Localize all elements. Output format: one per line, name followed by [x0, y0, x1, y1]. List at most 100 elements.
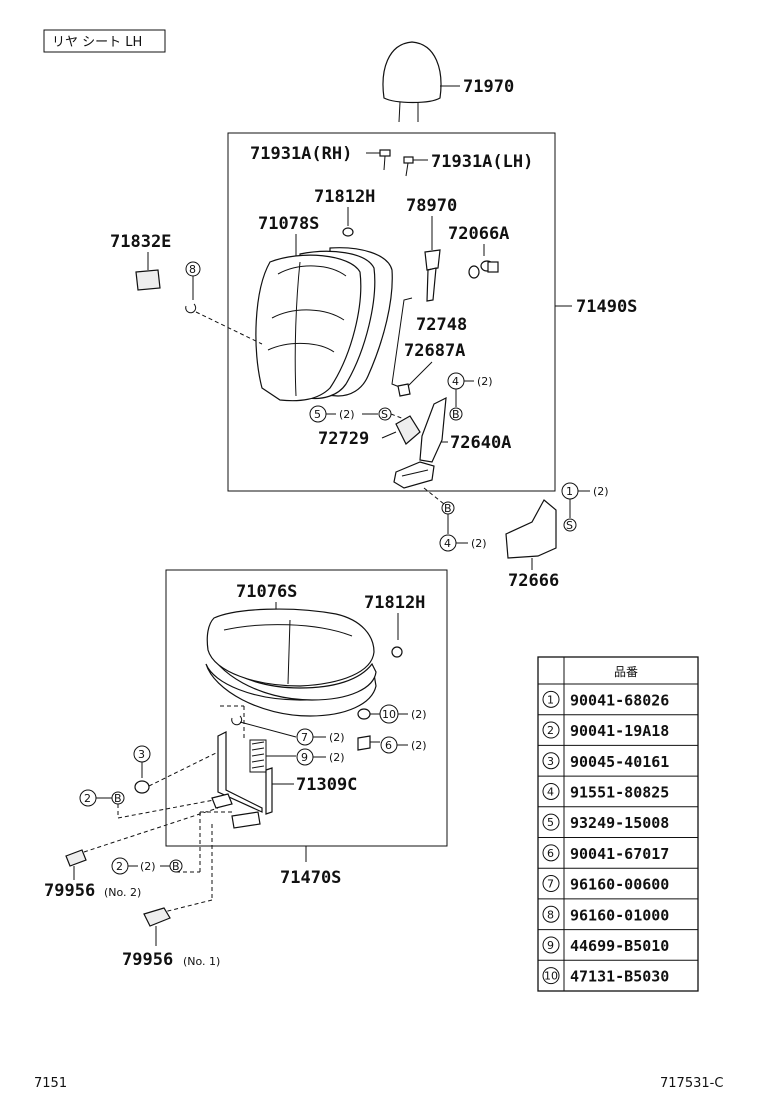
ref-S-upper: S	[378, 407, 392, 421]
callout-71931A-rh: 71931A(RH)	[250, 144, 352, 164]
ref-B-lower: B	[169, 859, 183, 873]
table-row-number-circle	[542, 752, 560, 770]
table-header: 品番	[614, 665, 638, 679]
callout-71970: 71970	[463, 77, 514, 97]
table-row-part-number: 93249-15008	[570, 814, 669, 832]
callout-79956-no2: 79956	[44, 881, 95, 901]
spring-clip-part	[397, 383, 411, 397]
ref-3-circle: 3	[133, 745, 151, 763]
table-row-part-number: 91551-80825	[570, 783, 669, 801]
svg-text:1: 1	[566, 485, 573, 498]
svg-text:5: 5	[314, 408, 321, 421]
callout-72066A: 72066A	[448, 224, 509, 244]
clip-bottom-part	[391, 646, 403, 658]
ref-S-lower: S	[563, 518, 577, 532]
table-row-part-number: 90041-67017	[570, 845, 669, 863]
table-row-number: 9	[547, 939, 554, 952]
table-row-part-number: 90041-19A18	[570, 722, 669, 740]
table-row-part-number: 44699-B5010	[570, 937, 669, 955]
cover-72729-part	[395, 415, 421, 445]
table-row-number-circle	[542, 782, 560, 800]
svg-text:4: 4	[452, 375, 459, 388]
ref-4-qty-upper: (2)	[477, 375, 493, 388]
bracket-71832E-part	[135, 269, 161, 291]
table-row-number: 10	[544, 970, 558, 983]
clip-7-part	[231, 715, 243, 726]
svg-text:4: 4	[444, 537, 451, 550]
svg-text:B: B	[444, 502, 452, 515]
ref-4-circle-upper: 4	[447, 372, 465, 390]
header-label: リヤ シート LH	[52, 35, 142, 50]
callout-79956-no2-suffix: (No. 2)	[104, 886, 141, 899]
table-row-number-circle	[542, 936, 560, 954]
clip-top-part	[342, 227, 354, 237]
callout-71812H-top: 71812H	[314, 187, 375, 207]
seatback-assembly-frame	[227, 132, 556, 492]
spring-9-part	[249, 739, 267, 773]
svg-text:10: 10	[382, 708, 396, 721]
table-row-number: 1	[547, 693, 554, 706]
ref-9-circle: 9	[296, 748, 314, 766]
ref-8-circle: 8	[185, 261, 201, 277]
callout-72729: 72729	[318, 429, 369, 449]
callout-71470S: 71470S	[280, 868, 341, 888]
footer-left: 7151	[34, 1076, 67, 1091]
ref-B-left: B	[111, 791, 125, 805]
hinge-71309C-part	[211, 731, 273, 829]
ref-1-qty: (2)	[593, 485, 609, 498]
svg-text:B: B	[114, 792, 122, 805]
ref-5-qty: (2)	[339, 408, 355, 421]
table-row-number-circle	[542, 721, 560, 739]
ref-2-circle-b: 2	[111, 857, 129, 875]
svg-text:B: B	[172, 860, 180, 873]
ref-7-circle: 7	[296, 728, 314, 746]
callout-71490S: 71490S	[576, 297, 637, 317]
table-row-part-number: 96160-00600	[570, 876, 669, 894]
ref-4-qty-lower: (2)	[471, 537, 487, 550]
callout-78970: 78970	[406, 196, 457, 216]
ref-6-qty: (2)	[411, 739, 427, 752]
ref-B-mid: B	[441, 501, 455, 515]
cover-72666-part	[505, 499, 557, 559]
table-row-number: 6	[547, 847, 554, 860]
table-row-number: 3	[547, 755, 554, 768]
ref-10-circle: 10	[379, 704, 399, 724]
callout-72640A: 72640A	[450, 433, 511, 453]
svg-text:3: 3	[138, 748, 145, 761]
ref-9-qty: (2)	[329, 751, 345, 764]
table-row-number-circle	[542, 967, 560, 985]
table-row-part-number: 90041-68026	[570, 691, 669, 709]
table-row-part-number: 96160-01000	[570, 906, 669, 924]
callout-79956-no1: 79956	[122, 950, 173, 970]
ref-10-qty: (2)	[411, 708, 427, 721]
svg-text:6: 6	[385, 739, 392, 752]
svg-text:S: S	[566, 519, 573, 532]
seatback-cover-part	[255, 247, 393, 402]
svg-text:2: 2	[116, 860, 123, 873]
table-row-number-circle	[542, 813, 560, 831]
callout-71076S: 71076S	[236, 582, 297, 602]
footer-right: 717531-C	[660, 1076, 723, 1091]
svg-text:2: 2	[84, 792, 91, 805]
table-row-part-number: 90045-40161	[570, 753, 669, 771]
table-row-part-number: 47131-B5030	[570, 968, 669, 986]
table-row-number-circle	[542, 905, 560, 923]
svg-text:B: B	[452, 408, 460, 421]
callout-71309C: 71309C	[296, 775, 357, 795]
nut-10-part	[357, 708, 371, 720]
svg-text:9: 9	[301, 751, 308, 764]
table-row-number-circle	[542, 844, 560, 862]
callout-71812H-bottom: 71812H	[364, 593, 425, 613]
table-row-number: 4	[547, 785, 554, 798]
table-row-number: 5	[547, 816, 554, 829]
ref-5-circle: 5	[309, 405, 327, 423]
ref-2-circle-a: 2	[79, 789, 97, 807]
callout-71931A-lh: 71931A(LH)	[431, 152, 533, 172]
svg-text:8: 8	[189, 263, 196, 276]
clip-8-part	[185, 303, 197, 314]
cover-79956-no1-part	[143, 907, 171, 927]
ref-6-circle: 6	[380, 736, 398, 754]
rod-72748-part	[391, 297, 413, 389]
